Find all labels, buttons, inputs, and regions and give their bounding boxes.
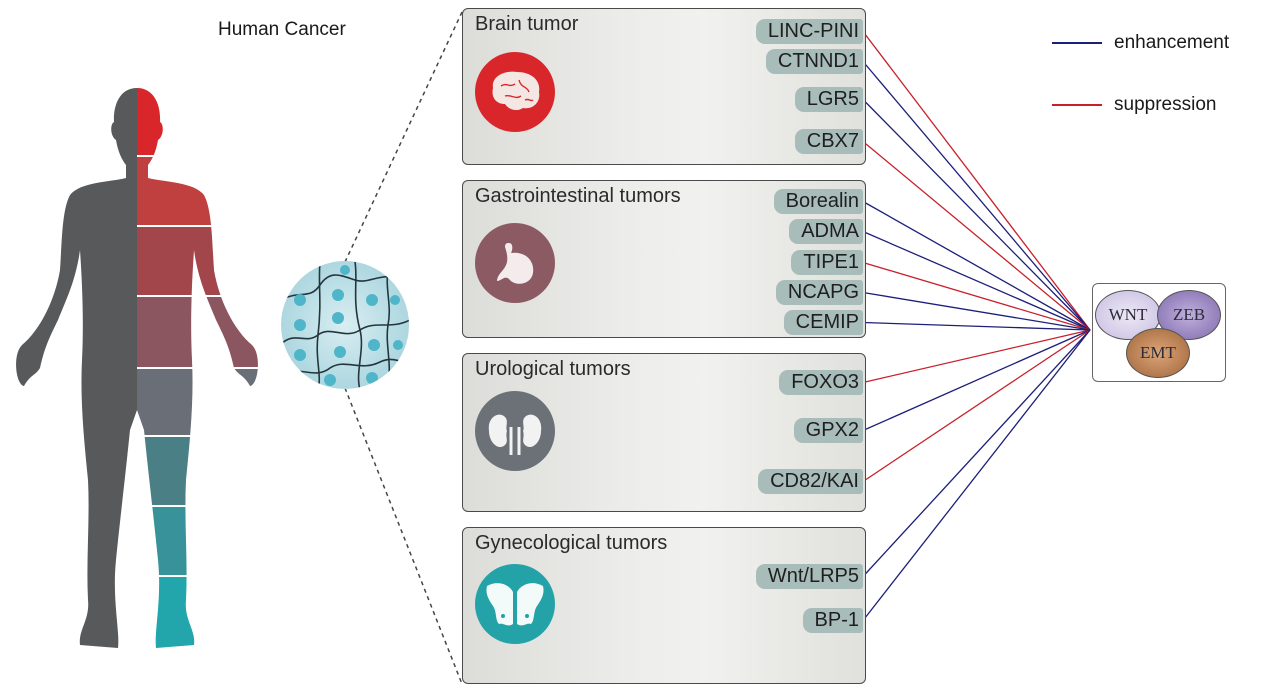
gene-tag: Borealin <box>773 189 863 214</box>
cell-tissue-icon <box>281 261 409 389</box>
gene-tag: LGR5 <box>794 87 863 112</box>
gene-tag: Wnt/LRP5 <box>755 564 863 589</box>
body-segment-calf <box>137 507 258 575</box>
category-title: Gastrointestinal tumors <box>475 185 681 207</box>
legend-suppression-swatch <box>1052 104 1102 106</box>
category-title: Brain tumor <box>475 13 579 35</box>
human-body-figure <box>16 88 258 648</box>
connector-suppression <box>862 329 1091 483</box>
connector-enhancement <box>862 291 1091 331</box>
body-segment-chest <box>137 157 258 225</box>
kidney-icon <box>475 391 555 471</box>
connector-enhancement <box>862 329 1091 577</box>
gene-tag: GPX2 <box>793 418 863 443</box>
category-box-gynecological: Gynecological tumors Wnt/LRP5 BP-1 <box>462 527 866 684</box>
category-box-brain: Brain tumor LINC-PINI CTNND1 LGR5 CBX7 <box>462 8 866 165</box>
body-segment-knee <box>137 437 258 505</box>
connector-suppression <box>862 140 1091 331</box>
gene-tag: BP-1 <box>802 608 863 633</box>
category-title: Urological tumors <box>475 358 631 380</box>
body-segment-abdomen <box>137 227 258 295</box>
pelvis-icon <box>475 564 555 644</box>
connector-suppression <box>862 31 1091 331</box>
gene-tag: CTNND1 <box>765 49 863 74</box>
legend-enhancement-swatch <box>1052 42 1102 44</box>
body-segment-pelvis <box>137 297 258 367</box>
connector-enhancement <box>862 200 1091 331</box>
connector-enhancement <box>862 99 1091 331</box>
gene-tag: CD82/KAI <box>758 469 863 494</box>
figure-title: Human Cancer <box>218 19 346 40</box>
connector-enhancement <box>862 230 1091 331</box>
connector-suppression <box>862 261 1091 331</box>
stomach-icon <box>475 223 555 303</box>
gene-tag: TIPE1 <box>791 250 863 275</box>
zoom-line-bottom <box>344 387 463 685</box>
connector-suppression <box>862 329 1091 384</box>
zoom-line-top <box>344 11 463 263</box>
emt-node: EMT <box>1126 328 1190 378</box>
gene-tag: LINC-PINI <box>755 19 863 44</box>
gene-tag: CEMIP <box>783 310 863 335</box>
body-segment-foot <box>137 577 258 648</box>
connector-enhancement <box>862 61 1091 331</box>
category-title: Gynecological tumors <box>475 532 668 554</box>
legend-enhancement: enhancement <box>1052 32 1229 54</box>
brain-icon <box>475 52 555 132</box>
gene-tag: FOXO3 <box>779 370 863 395</box>
pathway-hub: WNT ZEB EMT <box>1092 283 1226 382</box>
legend-suppression-label: suppression <box>1114 94 1217 115</box>
connector-lines <box>862 31 1091 621</box>
category-box-gastrointestinal: Gastrointestinal tumors Borealin ADMA TI… <box>462 180 866 338</box>
connector-enhancement <box>862 329 1091 432</box>
connector-enhancement <box>862 329 1091 621</box>
connector-enhancement <box>862 321 1091 331</box>
legend-suppression: suppression <box>1052 94 1216 116</box>
body-segment-head <box>137 88 258 155</box>
body-segment-thigh <box>137 369 258 435</box>
gene-tag: NCAPG <box>775 280 863 305</box>
legend-enhancement-label: enhancement <box>1114 32 1230 53</box>
category-box-urological: Urological tumors FOXO3 GPX2 CD82/KAI <box>462 353 866 512</box>
gene-tag: ADMA <box>789 219 863 244</box>
gene-tag: CBX7 <box>794 129 863 154</box>
